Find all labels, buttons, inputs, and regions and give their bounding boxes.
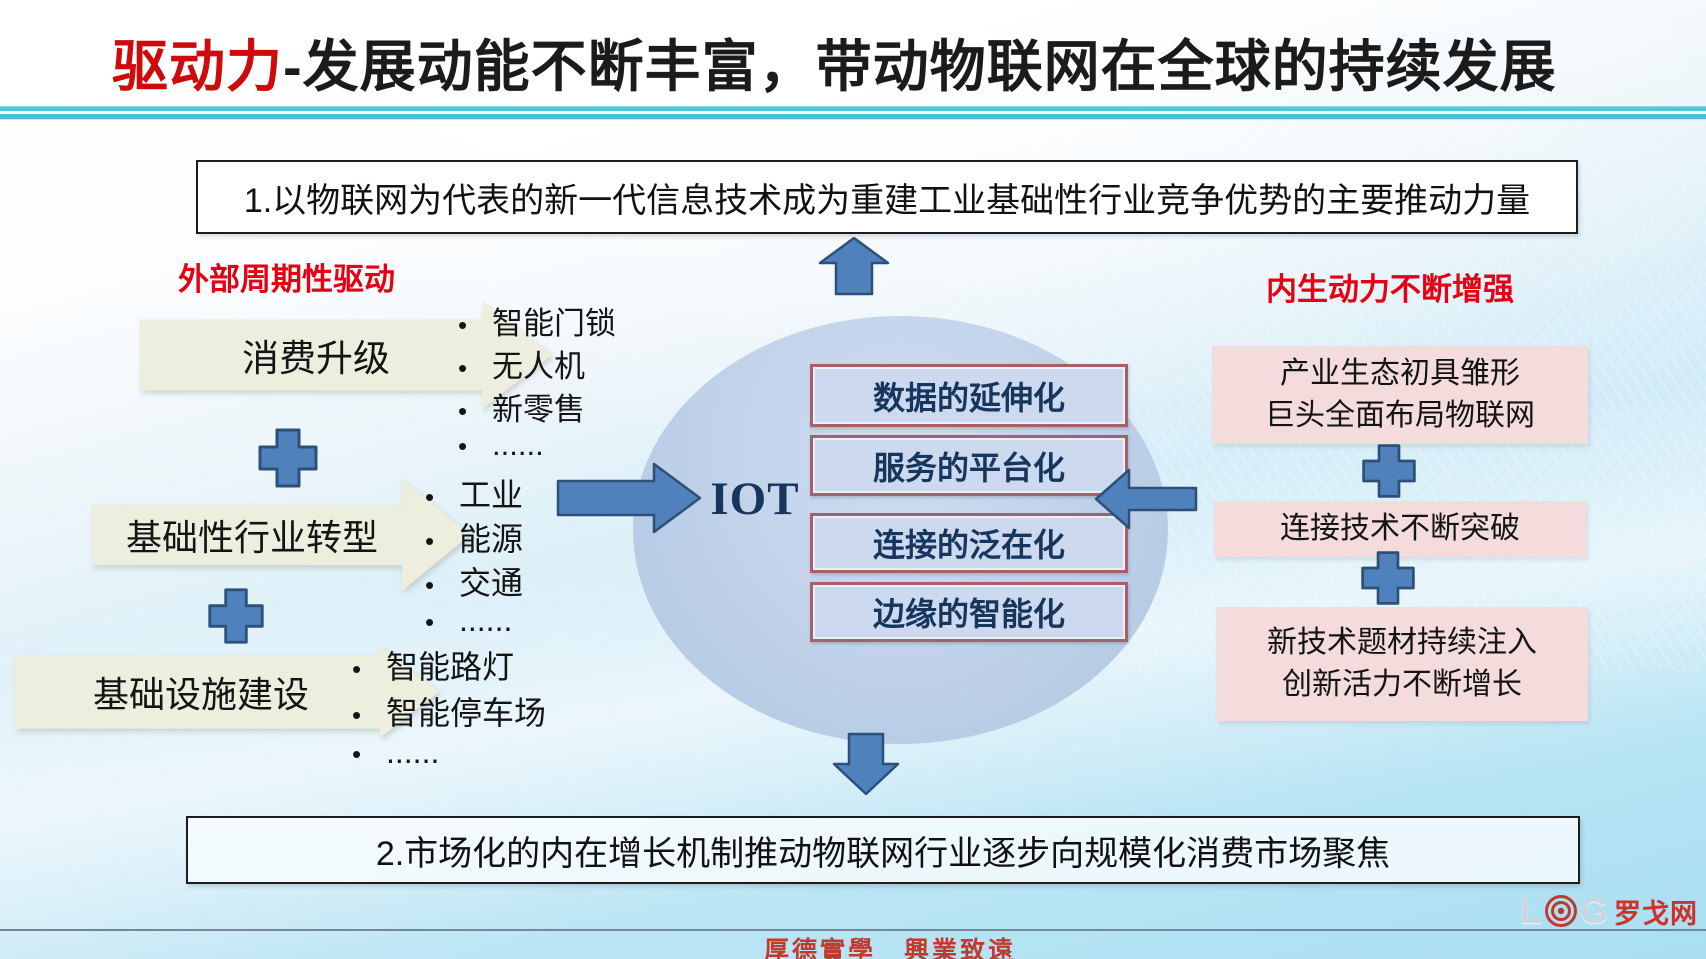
logo: L G 罗戈网	[1520, 890, 1698, 932]
driver-arrow-infrastructure: 基础设施建设	[15, 646, 439, 738]
driver-arrow-industry: 基础性行业转型	[92, 479, 470, 591]
plus-icon	[208, 588, 264, 644]
driver-arrow-label: 基础设施建设	[15, 646, 439, 738]
bullet-text: 交通	[459, 565, 524, 601]
left-section-heading: 外部周期性驱动	[178, 262, 395, 297]
factor-box-new-tech: 新技术题材持续注入 创新活力不断增长	[1216, 607, 1588, 721]
bullet-dot: •	[425, 482, 435, 512]
bottom-statement-box: 2.市场化的内在增长机制推动物联网行业逐步向规模化消费市场聚焦	[186, 816, 1580, 884]
down-arrow-icon	[832, 732, 900, 796]
title-rest: -发展动能不断丰富，带动物联网在全球的持续发展	[283, 35, 1557, 98]
feature-box-connection: 连接的泛在化	[810, 513, 1128, 573]
feature-box-service: 服务的平台化	[810, 435, 1128, 496]
left-arrow-icon	[1094, 468, 1198, 530]
driver-bullets-industry: • 工业 • 能源 • 交通 •......	[425, 470, 523, 646]
feature-box-data: 数据的延伸化	[810, 364, 1128, 427]
up-arrow-icon	[818, 236, 890, 296]
bullet-text: 智能路灯	[386, 649, 515, 685]
bullet-text: 智能门锁	[492, 306, 616, 341]
bullet-text: 智能停车场	[386, 695, 547, 731]
right-arrow-icon	[556, 462, 702, 534]
bullet-dot: •	[352, 739, 362, 769]
footer-divider	[0, 929, 1706, 931]
bullet-item: • 智能停车场	[352, 688, 546, 734]
bullet-item: • 工业	[425, 470, 523, 514]
plus-icon	[1361, 551, 1415, 605]
top-statement-box: 1.以物联网为代表的新一代信息技术成为重建工业基础性行业竞争优势的主要推动力量	[196, 160, 1578, 234]
bullet-dot: •	[458, 353, 468, 383]
bullet-text: 无人机	[492, 349, 585, 384]
bullet-dot: •	[425, 570, 435, 600]
bullet-text: 能源	[459, 521, 524, 557]
bullet-dot: •	[352, 654, 362, 684]
plus-icon	[1362, 444, 1416, 498]
factor-box-ecosystem: 产业生态初具雏形 巨头全面布局物联网	[1212, 346, 1588, 444]
factor-box-connectivity: 连接技术不断突破	[1214, 501, 1586, 557]
bullet-text: 工业	[459, 477, 524, 513]
right-section-heading: 内生动力不断增强	[1266, 272, 1514, 307]
driver-arrow-consumption: 消费升级	[140, 301, 552, 409]
logo-target-icon	[1544, 895, 1577, 927]
logo-brand-name: 罗戈网	[1614, 898, 1698, 929]
bullet-dot: •	[458, 396, 468, 426]
title-highlight: 驱动力	[112, 35, 283, 98]
bullet-dot: •	[458, 310, 468, 340]
driver-bullets-infrastructure: • 智能路灯 • 智能停车场 •......	[352, 642, 546, 780]
logo-letter-g: G	[1579, 890, 1608, 931]
bullet-item: •......	[458, 427, 616, 470]
bullet-dot: •	[425, 526, 435, 556]
bullet-item: • 能源	[425, 514, 523, 558]
slide-title: 驱动力-发展动能不断丰富，带动物联网在全球的持续发展	[112, 22, 1557, 103]
bullet-item: • 智能路灯	[352, 642, 546, 688]
bullet-item: •......	[352, 734, 546, 780]
factor-line: 创新活力不断增长	[1282, 668, 1522, 701]
feature-box-edge: 边缘的智能化	[810, 582, 1128, 642]
bullet-item: • 无人机	[458, 341, 616, 384]
driver-arrow-label: 基础性行业转型	[92, 479, 470, 591]
bullet-item: •......	[425, 602, 523, 646]
bullet-dot: •	[352, 700, 362, 730]
footer-motto: 厚德實學 興業致遠	[763, 938, 1016, 959]
logo-letter-l: L	[1519, 890, 1542, 931]
bullet-text: ......	[386, 734, 440, 770]
bullet-dot: •	[425, 607, 435, 637]
bullet-text: 新零售	[492, 392, 585, 427]
bullet-text: ......	[459, 602, 513, 638]
bullet-item: • 智能门锁	[458, 298, 616, 341]
factor-line: 新技术题材持续注入	[1267, 626, 1537, 659]
bullet-item: • 交通	[425, 558, 523, 602]
title-separator-rule	[0, 106, 1706, 120]
bullet-dot: •	[458, 431, 468, 461]
iot-label: IOT	[710, 473, 800, 525]
factor-line: 连接技术不断突破	[1280, 512, 1520, 545]
bullet-text: ......	[492, 427, 544, 462]
factor-line: 产业生态初具雏形	[1280, 357, 1520, 390]
plus-icon	[258, 428, 318, 488]
driver-bullets-consumption: • 智能门锁 • 无人机 • 新零售 •......	[458, 298, 616, 470]
bullet-item: • 新零售	[458, 384, 616, 427]
factor-line: 巨头全面布局物联网	[1265, 399, 1535, 432]
